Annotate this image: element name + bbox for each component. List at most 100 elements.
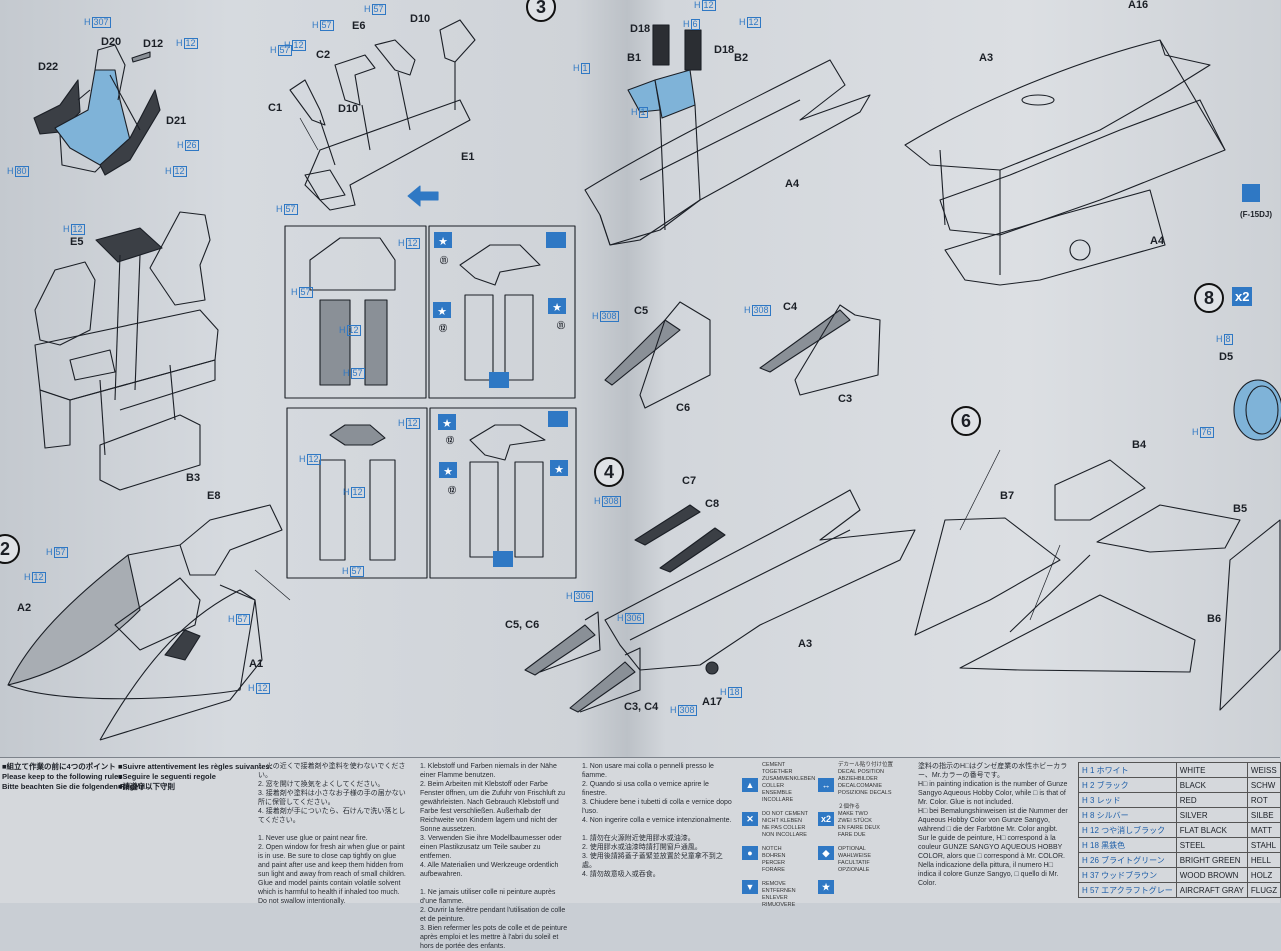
part-label: A1 [249, 658, 264, 670]
decal-number: ⑫ [439, 324, 447, 333]
paint-code: H 8 シルバー [1078, 807, 1177, 823]
notch-symbol-icon: ● [742, 846, 758, 860]
part-label: E1 [461, 151, 475, 163]
part-label: D18 [714, 44, 735, 56]
part-label: C3 [838, 393, 853, 405]
part-label: C3, C4 [624, 701, 659, 713]
part-label: D22 [38, 61, 59, 73]
part-label: B4 [1132, 439, 1147, 451]
paint-name-en: STEEL [1175, 837, 1248, 853]
part-label: A4 [1150, 235, 1165, 247]
decal-symbol-icon: ↔ [818, 778, 834, 792]
paint-name-en: SILVER [1175, 807, 1248, 823]
paint-code: H 12 つや消しブラック [1078, 822, 1177, 838]
fuselage-a4-drawing [584, 24, 871, 246]
part-label: D12 [143, 38, 164, 50]
part-label: A17 [702, 696, 723, 708]
svg-text:★: ★ [437, 305, 447, 318]
part-label: B3 [186, 472, 201, 484]
part-label: C7 [682, 475, 697, 487]
tail-wings-drawing [914, 459, 1241, 673]
part-label: D20 [101, 36, 122, 48]
fuselage-a3-drawing [524, 489, 916, 713]
paint-name-de: ROT [1246, 792, 1281, 808]
part-label: E5 [70, 236, 84, 248]
part-label: D10 [338, 103, 359, 115]
part-label: E6 [352, 20, 366, 32]
paint-code: H 3 レッド [1078, 792, 1177, 808]
rules-heading-fr-it: ■Suivre attentivement les règles suivant… [118, 762, 273, 791]
paint-name-de: SILBE [1246, 807, 1281, 823]
nose-assembly-drawing [7, 504, 283, 741]
optional-symbol-icon: ◆ [818, 846, 834, 860]
rules-heading: ■組立て作業の前に4つのポイント Please keep to the foll… [2, 762, 145, 791]
part-label: C6 [676, 402, 691, 414]
part-label: D10 [410, 13, 431, 25]
part-label: D18 [630, 23, 651, 35]
intake-ramps-drawing [604, 301, 881, 409]
part-label: B2 [734, 52, 749, 64]
svg-text:★: ★ [552, 301, 562, 314]
decal-number: ⑫ [446, 436, 454, 445]
seat-assembly-drawing [33, 44, 161, 176]
part-label: C2 [316, 49, 331, 61]
paint-name-en: WOOD BROWN [1175, 867, 1248, 883]
svg-text:★: ★ [554, 463, 564, 476]
paint-name-en: RED [1175, 792, 1248, 808]
paint-name-de: FLUGZ [1246, 882, 1281, 898]
paint-code: H 37 ウッドブラウン [1078, 867, 1177, 883]
panel-boxes [284, 185, 577, 579]
part-label: B6 [1207, 613, 1222, 625]
remove-symbol-icon: ▼ [742, 880, 758, 894]
paint-name-en: FLAT BLACK [1175, 822, 1248, 838]
paint-name-en: BLACK [1175, 777, 1248, 793]
decal-number: ⑪ [557, 321, 565, 330]
console-assembly-drawing [289, 19, 476, 211]
paint-notes: 塗料の指示のH□はグンゼ産業の水性ホビーカラー、Mr.カラーの番号です。 H□ … [918, 763, 1068, 887]
engine-nozzle-drawing [1219, 379, 1281, 711]
step-number-8: 8 [1194, 283, 1224, 313]
no-cement-symbol-icon: ✕ [742, 812, 758, 826]
part-label: D21 [166, 115, 187, 127]
symbol-legend-2: デカール貼り付け位置 DECAL POSITION ABZIEHBILDER D… [838, 762, 894, 873]
safety-notes-de-fr: 1. Klebstoff und Farben niemals in der N… [420, 763, 568, 950]
part-label: A3 [979, 52, 994, 64]
part-label: A2 [17, 602, 32, 614]
step-number-6: 6 [951, 406, 981, 436]
make-two-badge: x2 [1232, 287, 1253, 306]
variant-label: (F-15DJ) [1240, 210, 1273, 219]
fuselage-upper-drawing [904, 39, 1226, 286]
part-label: A4 [785, 178, 800, 190]
svg-text:★: ★ [442, 417, 452, 430]
decal-number: ⑫ [448, 486, 456, 495]
part-label: C5 [634, 305, 649, 317]
